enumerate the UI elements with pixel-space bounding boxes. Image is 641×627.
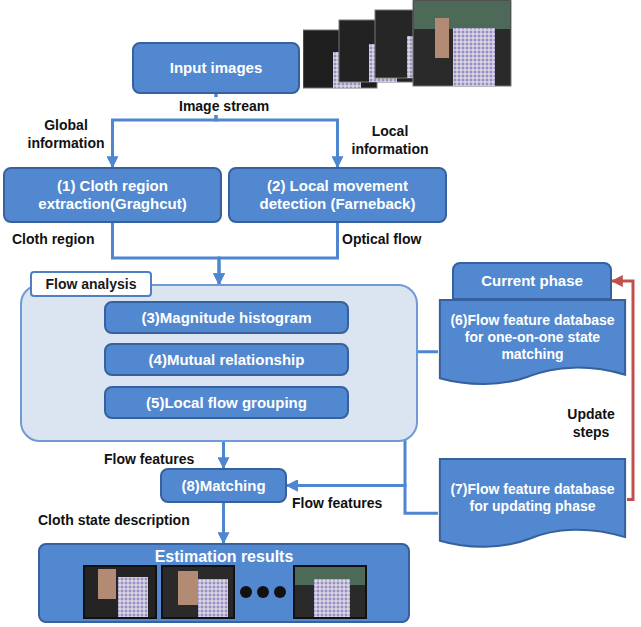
edge-label-wrap: Flow features [104,450,216,468]
node-text: (3)Magnitude histogram [141,309,311,327]
node-text: (8)Matching [181,477,265,495]
connector [222,442,225,468]
background-wall [414,1,510,29]
edge-label: Global information [26,116,106,152]
cloth [314,579,350,617]
edge-label-wrap: Cloth state description [38,511,220,529]
label-wrap: Image stream [176,97,272,115]
database-document: (6)Flow feature database for one-on-one … [438,299,627,387]
node-text: Estimation results [155,548,294,566]
connector [287,486,438,514]
node-text: (6)Flow feature database for one-on-one … [446,312,619,363]
cloth [453,28,495,86]
ellipsis-dot [274,586,286,598]
edge-label-wrap: Cloth region [12,230,108,248]
edge-label: Flow features [292,494,402,512]
phase-box: Current phase [452,262,612,300]
edge-label-wrap: Local information [343,122,437,158]
edge-label: Optical flow [342,230,442,248]
document-outline [440,459,625,547]
ellipsis-dot [240,586,252,598]
edge-label-wrap: Optical flow [342,230,442,248]
edge-label: Cloth region [12,230,108,248]
input-thumbnails [303,0,515,90]
ellipsis-dot [257,586,269,598]
edge-label: Update steps [558,405,624,441]
process-box: Input images [132,42,300,94]
database-document: (7)Flow feature database for updating ph… [438,458,627,550]
stream-label: Image stream [176,97,272,115]
node-text: Flow analysis [45,276,136,292]
video-frame [413,0,511,86]
edge-label: Cloth state description [38,511,220,529]
connector [222,503,225,543]
arm [435,18,449,58]
process-box: (2) Local movement detection (Farneback) [228,167,447,223]
arm [98,569,116,599]
connector [219,223,338,284]
document-outline [440,300,625,384]
process-box: (3)Magnitude histogram [104,301,349,334]
node-text: (1) Cloth region extraction(Graghcut) [13,177,212,213]
node-text: (5)Local flow grouping [146,394,307,412]
edge-label: Flow features [104,450,216,468]
node-text: Current phase [481,272,583,290]
process-box: (1) Cloth region extraction(Graghcut) [3,167,222,223]
edge-label-wrap: Update steps [558,405,624,441]
arm [178,571,198,605]
heading-tab: Flow analysis [30,271,152,297]
cloth [198,579,228,617]
node-text: Input images [170,59,263,77]
node-text: (4)Mutual relationship [149,351,305,369]
result-frame [162,566,234,618]
group-panel: Flow analysis(3)Magnitude histogram(4)Mu… [20,284,418,442]
node-text: (2) Local movement detection (Farneback) [238,177,437,213]
node-text: (7)Flow feature database for updating ph… [446,481,619,515]
edge-label: Local information [343,122,437,158]
result-frame [84,566,156,618]
process-box: (4)Mutual relationship [104,343,349,376]
result-frame [294,566,366,618]
process-box: (8)Matching [160,468,287,503]
process-box: (5)Local flow grouping [104,386,349,419]
cloth [118,577,148,617]
edge-label-wrap: Flow features [292,494,402,512]
edge-label-wrap: Global information [26,116,106,152]
